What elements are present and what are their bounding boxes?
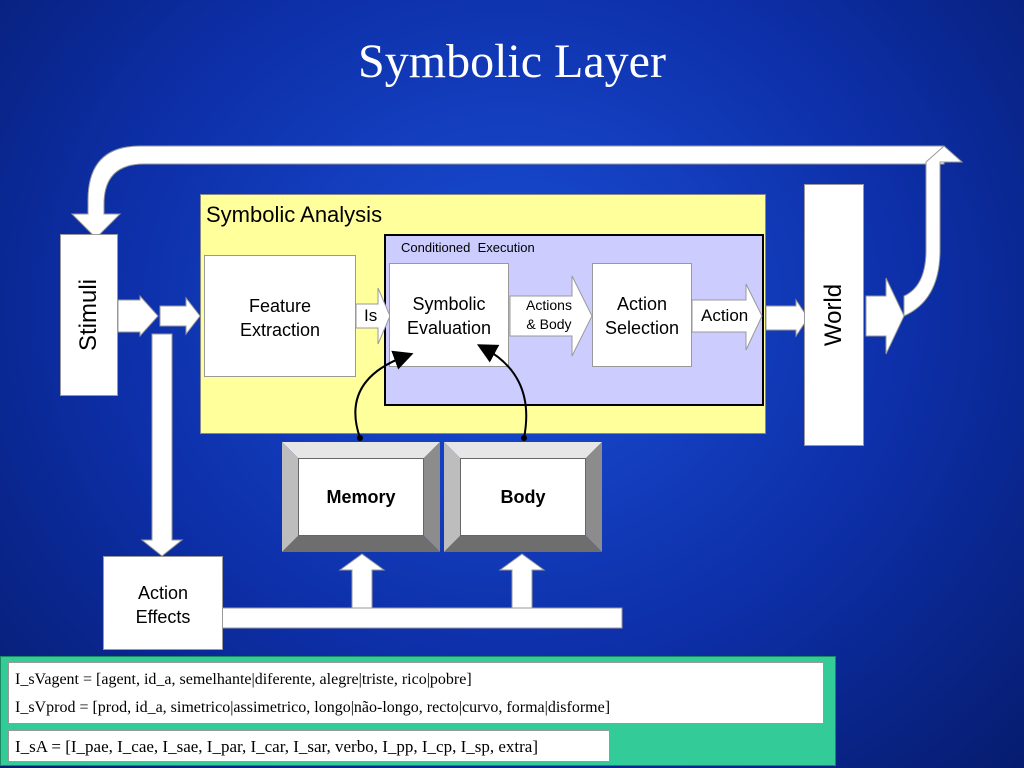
to-world-arrow	[765, 298, 809, 338]
action-arrow-label: Action	[701, 306, 749, 325]
action-arrow-top	[691, 283, 763, 351]
action-selection-line-1: Action	[616, 294, 668, 314]
body-label: Body	[460, 458, 586, 536]
formula-box-bottom: I_sA = [I_pae, I_cae, I_sae, I_par, I_ca…	[8, 730, 610, 762]
formula-agent-line: I_sVagent = [agent, id_a, semelhante|dif…	[15, 671, 472, 688]
world-up-arrow	[903, 145, 964, 317]
actions-body-arrow-label: Actions & Body	[516, 296, 582, 334]
stimuli-box: Stimuli	[60, 234, 118, 396]
body-box: Body	[444, 442, 602, 552]
is-arrow-label: Is	[364, 306, 378, 325]
body-up-arrow	[498, 553, 546, 609]
world-box: World	[804, 184, 864, 446]
formula-prod-line: I_sVprod = [prod, id_a, simetrico|assime…	[15, 699, 611, 716]
stimuli-down-arrow	[140, 333, 184, 557]
conditioned-execution-label: Conditioned Execution	[401, 240, 535, 255]
is-arrow-top	[355, 287, 391, 345]
into-world-big-arrow	[865, 277, 905, 355]
stimuli-out-arrow	[117, 294, 159, 338]
memory-up-arrow	[338, 553, 386, 609]
symbolic-evaluation-line-2: Evaluation	[406, 318, 492, 338]
memory-bevel	[282, 442, 440, 552]
actions-body-line-2: & Body	[526, 316, 572, 332]
memory-connector-dot	[357, 435, 363, 441]
action-effects-box: Action Effects	[103, 556, 223, 650]
actions-body-arrow-top	[509, 275, 593, 357]
formula-sa-line: I_sA = [I_pae, I_cae, I_sae, I_par, I_ca…	[15, 737, 538, 756]
memory-box: Memory	[282, 442, 440, 552]
symbolic-evaluation-line-1: Symbolic	[412, 294, 486, 314]
body-to-evaluation-connector	[476, 344, 528, 439]
actions-body-line-1: Actions	[526, 297, 572, 313]
action-selection-box: Action Selection	[592, 263, 692, 367]
feature-extraction-line-2: Extraction	[239, 320, 321, 340]
action-effects-line-1: Action	[137, 583, 189, 603]
memory-to-evaluation-connector	[354, 350, 414, 439]
feature-extraction-line-1: Feature	[248, 296, 312, 316]
feature-extraction-box: Feature Extraction	[204, 255, 356, 377]
formula-box-top: I_sVagent = [agent, id_a, semelhante|dif…	[8, 662, 824, 724]
memory-label: Memory	[298, 458, 424, 536]
stimuli-to-feature-arrow	[159, 296, 201, 336]
page-title: Symbolic Layer	[358, 35, 666, 88]
body-connector-dot	[521, 435, 527, 441]
body-bevel	[444, 442, 602, 552]
symbolic-analysis-label: Symbolic Analysis	[206, 202, 383, 227]
action-effects-line-2: Effects	[135, 607, 191, 627]
action-selection-line-2: Selection	[604, 318, 680, 338]
